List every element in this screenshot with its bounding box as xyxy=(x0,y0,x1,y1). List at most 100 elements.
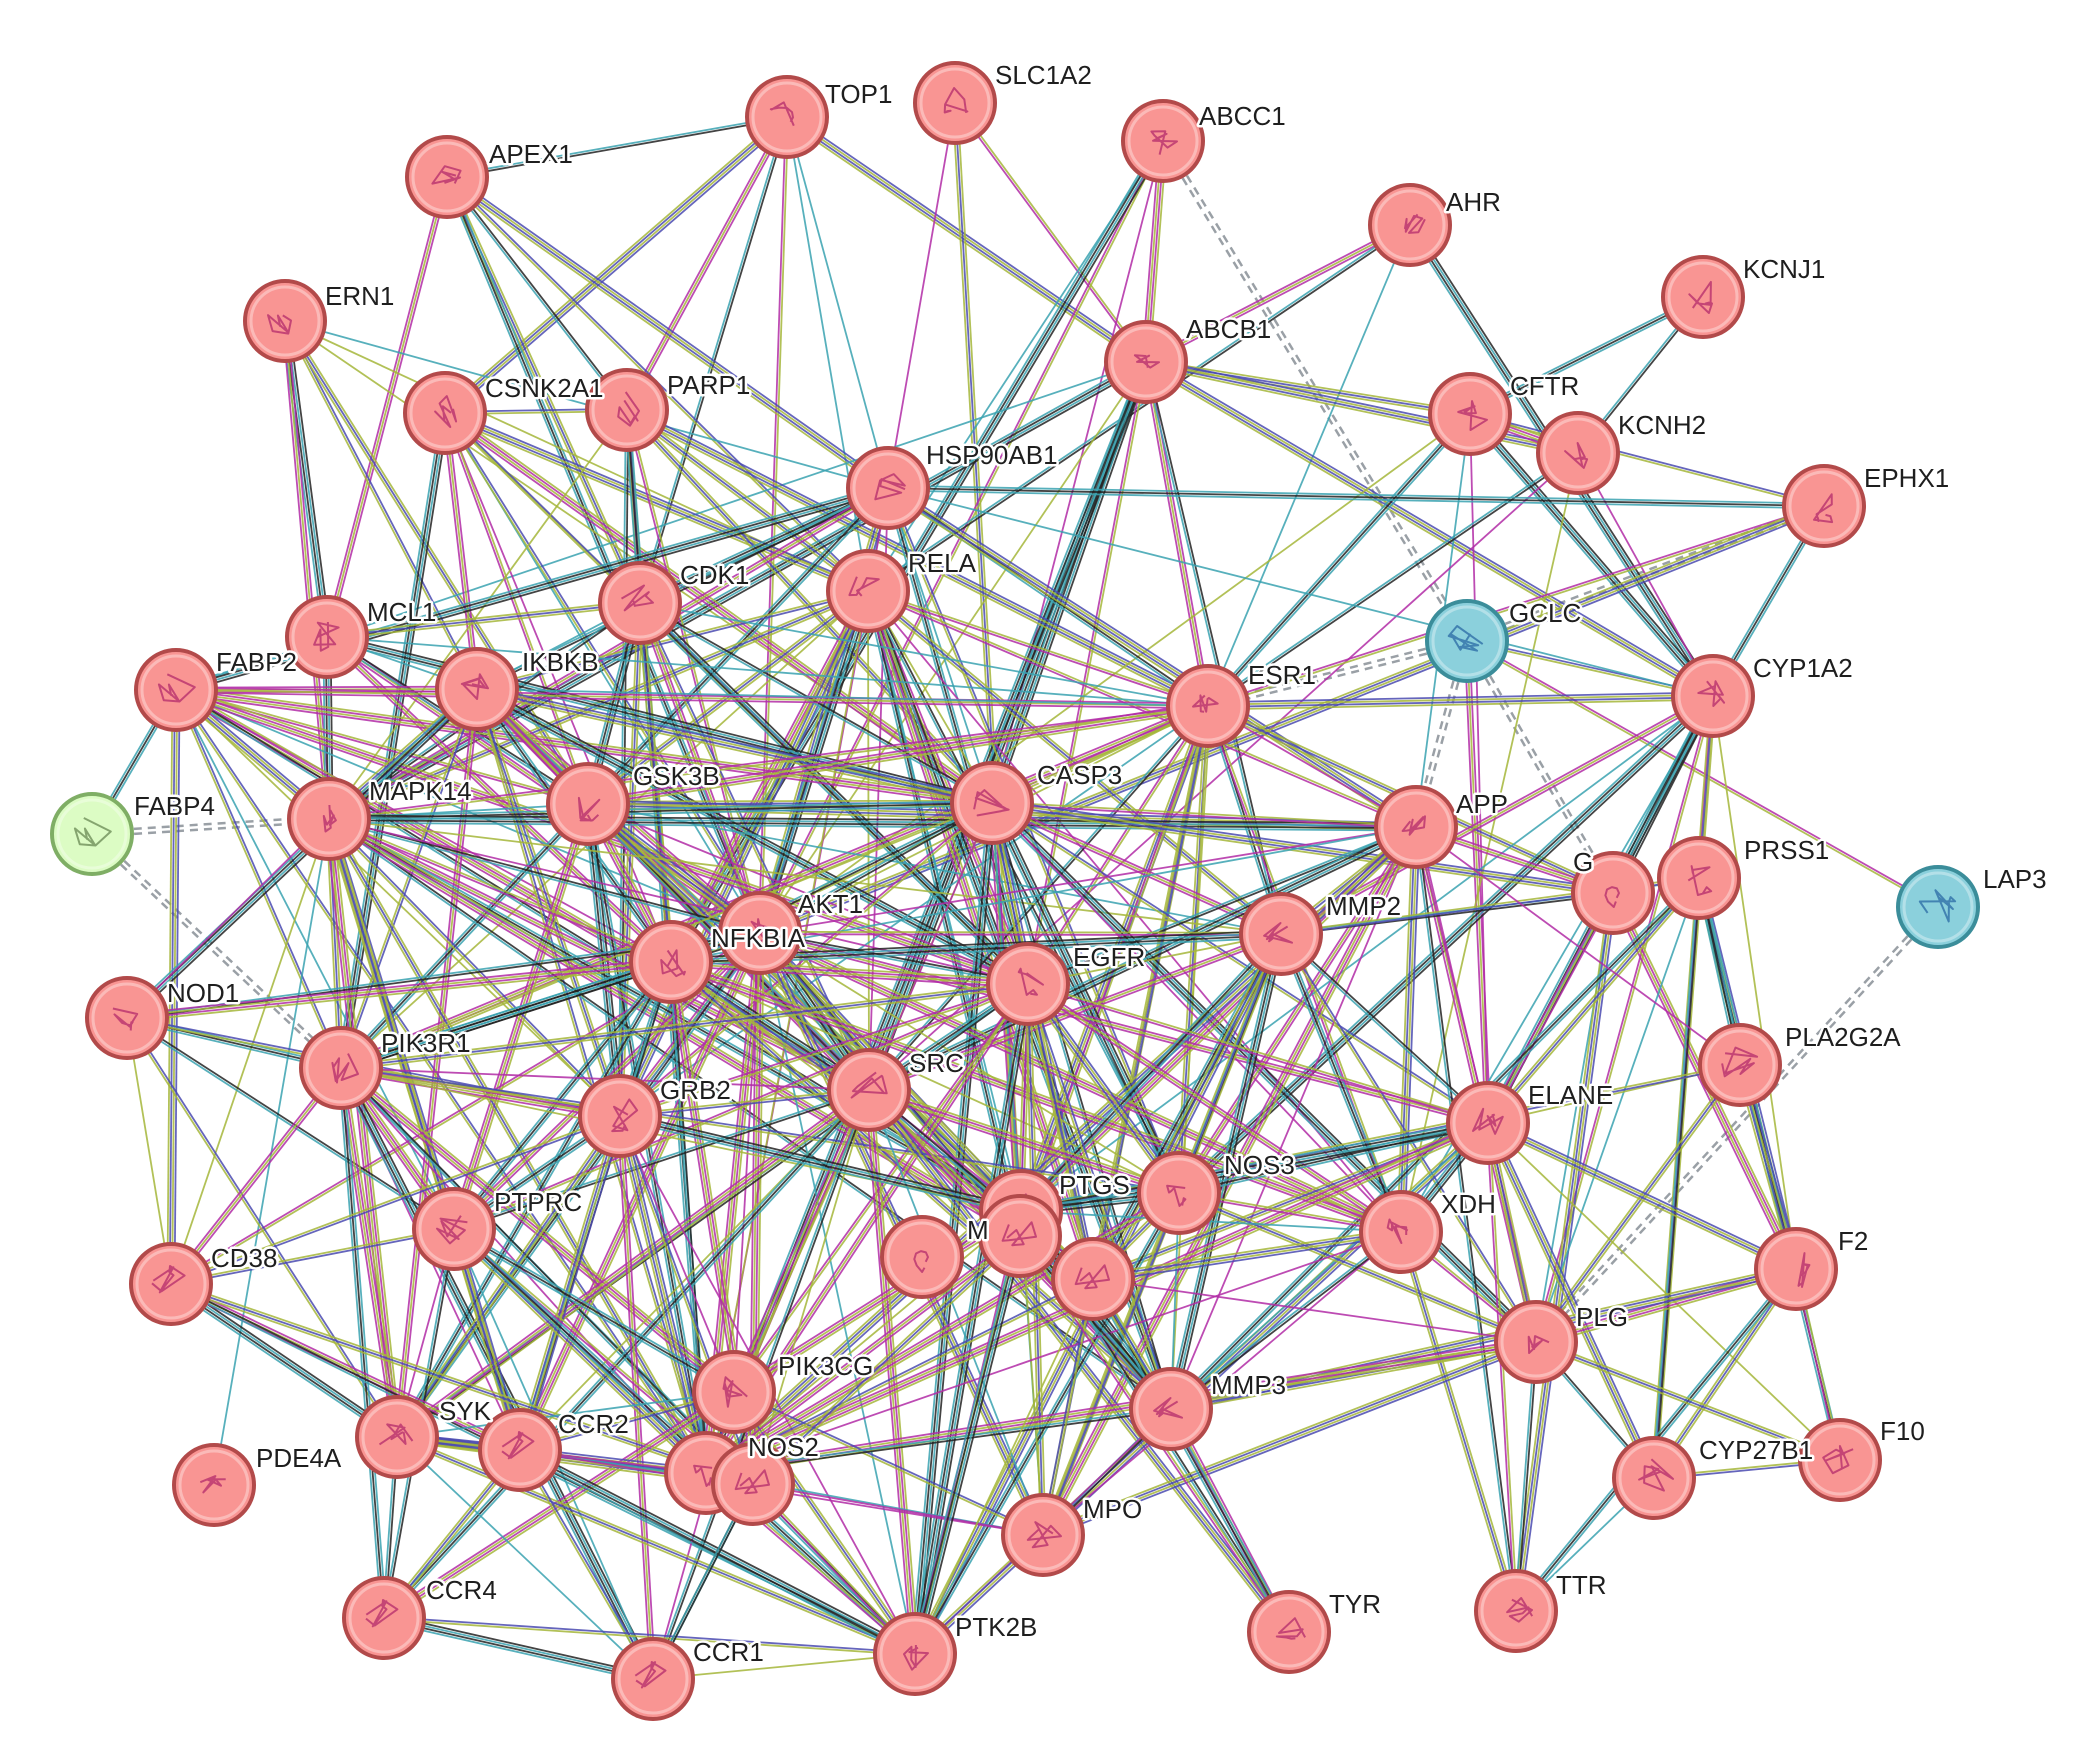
node-unlabeled-3[interactable] xyxy=(711,1442,795,1526)
node-lap3[interactable] xyxy=(1896,865,1980,949)
node-cftr[interactable] xyxy=(1428,372,1512,456)
node-unlabeled-2[interactable] xyxy=(1051,1237,1135,1321)
edge-strand xyxy=(617,1116,706,1474)
node-abcb1[interactable] xyxy=(1104,320,1188,404)
node-xdh[interactable] xyxy=(1359,1190,1443,1274)
node-highlight xyxy=(1577,857,1649,929)
node-mpo[interactable] xyxy=(1001,1493,1085,1577)
edge-strand xyxy=(1169,1230,1401,1409)
node-highlight xyxy=(852,452,924,524)
node-ccr4[interactable] xyxy=(342,1576,426,1660)
edge-strand xyxy=(917,984,1033,1655)
node-top1[interactable] xyxy=(745,75,829,159)
node-bubble xyxy=(1166,664,1250,748)
node-ikbkb[interactable] xyxy=(435,647,519,731)
edge-PTPRC-CD38 xyxy=(170,1226,455,1287)
node-mcl1[interactable] xyxy=(285,595,369,679)
node-fabp4[interactable] xyxy=(50,792,134,876)
node-prss1[interactable] xyxy=(1657,836,1741,920)
node-ccr1[interactable] xyxy=(611,1637,695,1721)
edge-strand xyxy=(1533,904,1938,1342)
node-hsp90ab1[interactable] xyxy=(846,446,930,530)
node-esr1[interactable] xyxy=(1166,664,1250,748)
node-unlabeled-1[interactable] xyxy=(978,1194,1062,1278)
node-src[interactable] xyxy=(827,1048,911,1132)
node-casp3[interactable] xyxy=(950,761,1034,845)
node-grb2[interactable] xyxy=(578,1074,662,1158)
node-mapk14[interactable] xyxy=(287,777,371,861)
node-mmp3[interactable] xyxy=(1129,1367,1213,1451)
node-highlight xyxy=(56,798,128,870)
node-syk[interactable] xyxy=(355,1395,439,1479)
protein-structure-icon xyxy=(1564,442,1589,469)
node-nos3[interactable] xyxy=(1137,1151,1221,1235)
edge-strand xyxy=(1397,1232,1515,1612)
edge-strand xyxy=(869,1089,918,1654)
node-tyr[interactable] xyxy=(1247,1590,1331,1674)
node-egfr[interactable] xyxy=(986,942,1070,1026)
edge-strand xyxy=(169,1284,397,1439)
edge-strand xyxy=(168,689,176,1284)
node-cyp27b1[interactable] xyxy=(1612,1436,1696,1520)
node-pla2g2a[interactable] xyxy=(1698,1023,1782,1107)
node-ephx1[interactable] xyxy=(1782,464,1866,548)
edge-strand xyxy=(1147,358,1716,694)
node-akt1[interactable] xyxy=(718,891,802,975)
edge-strand xyxy=(1021,1123,1489,1214)
node-nfkbia[interactable] xyxy=(629,920,713,1004)
node-kcnh2[interactable] xyxy=(1536,411,1620,495)
node-ern1[interactable] xyxy=(243,279,327,363)
node-pde4a[interactable] xyxy=(172,1443,256,1527)
node-f10[interactable] xyxy=(1798,1418,1882,1502)
edge-NOS2-unlabeled-2 xyxy=(705,1277,1094,1475)
edge-strand xyxy=(733,1391,916,1655)
node-gsk3b[interactable] xyxy=(546,762,630,846)
node-f2[interactable] xyxy=(1754,1227,1838,1311)
node-label-plg: PLG xyxy=(1576,1302,1628,1332)
node-fabp2[interactable] xyxy=(134,648,218,732)
node-ptprc[interactable] xyxy=(412,1187,496,1271)
node-label-nod1: NOD1 xyxy=(167,978,239,1008)
node-cyp1a2[interactable] xyxy=(1671,654,1755,738)
edge-strand xyxy=(867,1092,1179,1198)
edge-strand xyxy=(1021,1125,1489,1216)
edge-strand xyxy=(759,826,1417,934)
node-app[interactable] xyxy=(1374,785,1458,869)
node-ahr[interactable] xyxy=(1368,183,1452,267)
edge-strand xyxy=(1208,453,1580,708)
node-plg[interactable] xyxy=(1494,1300,1578,1384)
node-label-src: SRC xyxy=(909,1048,964,1078)
node-nod1[interactable] xyxy=(85,976,169,1060)
edge-strand xyxy=(328,818,870,1091)
edge-strand xyxy=(339,688,477,1068)
node-mmp2[interactable] xyxy=(1239,892,1323,976)
node-cd38[interactable] xyxy=(129,1242,213,1326)
node-kcnj1[interactable] xyxy=(1661,255,1745,339)
node-ttr[interactable] xyxy=(1474,1569,1558,1653)
node-parp1[interactable] xyxy=(585,368,669,452)
node-rela[interactable] xyxy=(826,549,910,633)
node-ccr2[interactable] xyxy=(478,1408,562,1492)
node-cdk1[interactable] xyxy=(598,561,682,645)
node-label-gsk3b: GSK3B xyxy=(633,761,720,791)
edge-strand xyxy=(652,1653,916,1680)
node-elane[interactable] xyxy=(1446,1081,1530,1165)
node-g[interactable] xyxy=(1571,851,1655,935)
node-gclc[interactable] xyxy=(1425,599,1509,683)
node-m[interactable] xyxy=(880,1215,964,1299)
node-ptk2b[interactable] xyxy=(873,1612,957,1696)
edge-strand xyxy=(454,1226,736,1391)
edge-strand xyxy=(443,415,867,596)
node-apex1[interactable] xyxy=(405,135,489,219)
node-highlight xyxy=(348,1582,420,1654)
node-pik3cg[interactable] xyxy=(692,1350,776,1434)
edge-strand xyxy=(175,689,1209,707)
edge-NFKBIA-PTPRC xyxy=(451,959,674,1232)
node-highlight xyxy=(1788,470,1860,542)
node-bubble xyxy=(598,561,682,645)
node-csnk2a1[interactable] xyxy=(403,371,487,455)
node-abcc1[interactable] xyxy=(1121,99,1205,183)
edge-strand xyxy=(871,362,1151,1092)
node-slc1a2[interactable] xyxy=(913,61,997,145)
node-pik3r1[interactable] xyxy=(299,1026,383,1110)
